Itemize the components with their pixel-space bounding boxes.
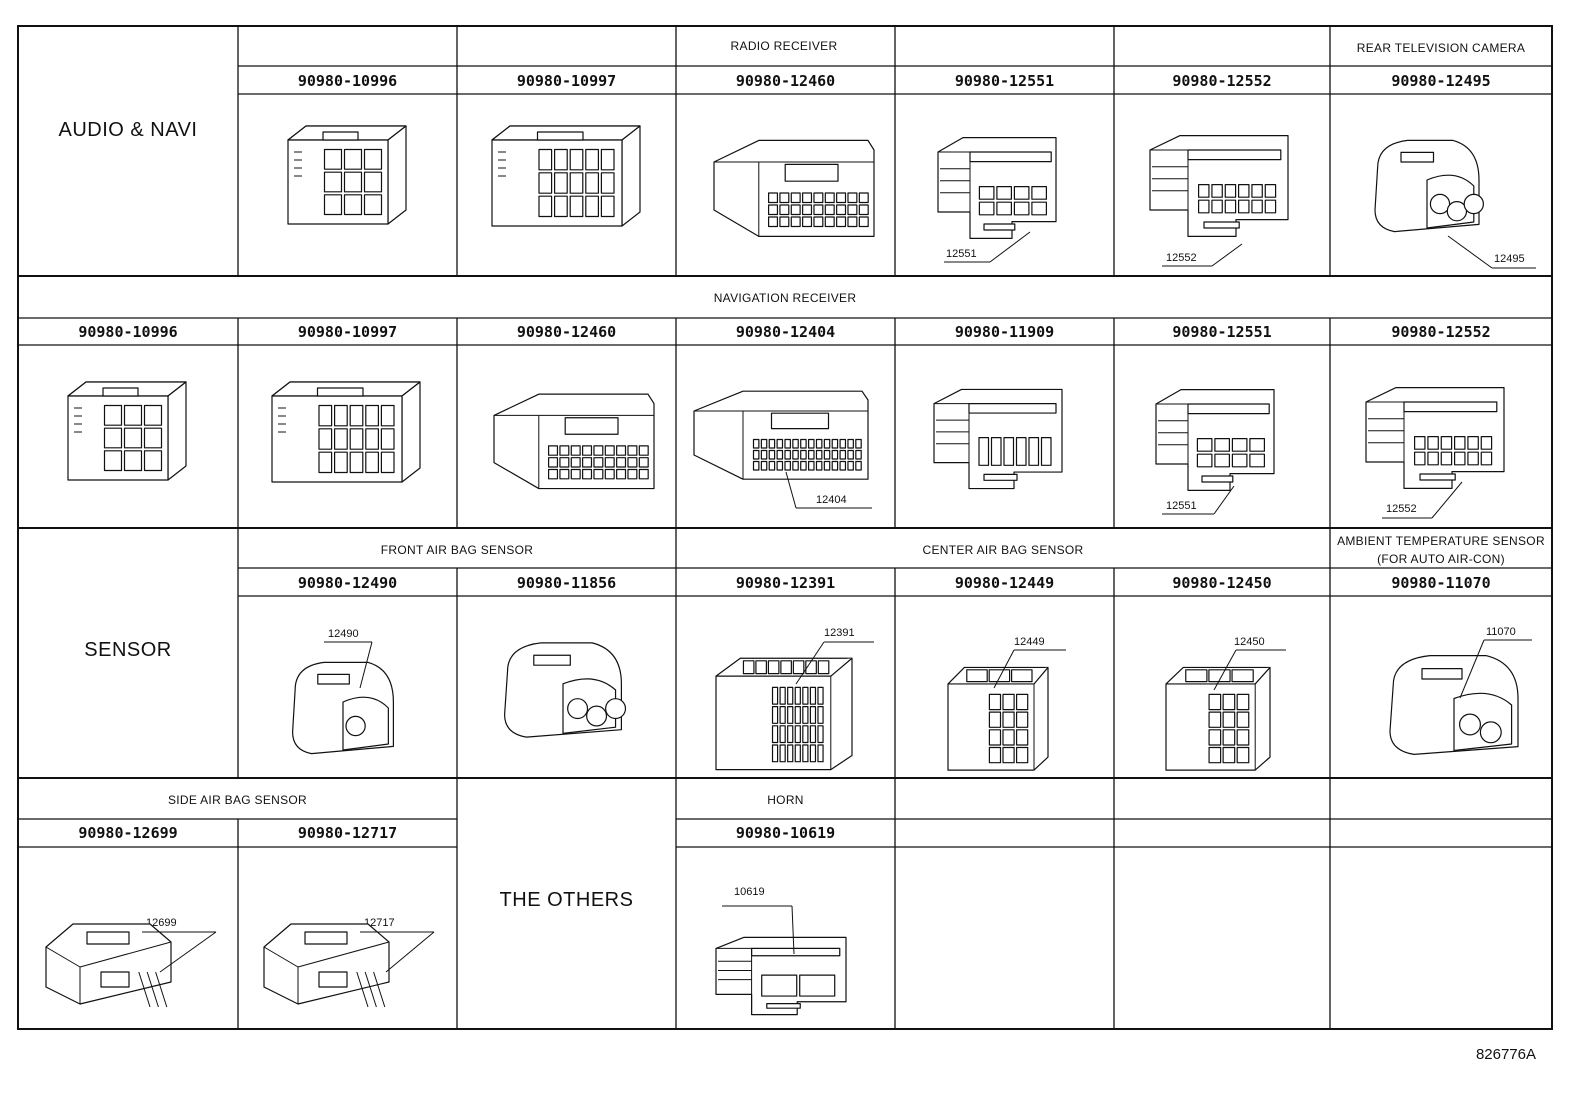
part-number: 90980-12699 (78, 824, 178, 842)
part-number: 90980-12551 (1172, 323, 1272, 341)
connector-90980-12449-icon (938, 658, 1058, 776)
group-ambient-temperature-sensor-note: (FOR AUTO AIR-CON) (1377, 552, 1505, 566)
part-number: 90980-10997 (297, 323, 398, 341)
connector-90980-10619-icon (706, 930, 858, 1022)
category-the-others: THE OTHERS (499, 888, 634, 911)
part-number: 90980-12490 (297, 574, 398, 592)
part-number: 90980-10997 (516, 72, 617, 90)
connector-90980-12460-icon (486, 380, 662, 498)
part-number: 90980-12460 (516, 323, 617, 341)
connector-90980-10997-icon (262, 378, 432, 500)
group-horn: HORN (767, 793, 804, 807)
connector-90980-11856-icon (490, 628, 636, 752)
diagram-code: 826776A (1475, 1046, 1536, 1063)
part-number: 90980-12391 (735, 574, 836, 592)
callout-label: 12717 (364, 917, 395, 929)
part-number: 90980-10996 (297, 72, 398, 90)
callout-label: 12551 (946, 248, 977, 260)
connector-90980-12495-icon (1362, 126, 1492, 246)
callout-label: 12450 (1234, 636, 1265, 648)
connector-90980-12552-icon (1140, 126, 1300, 246)
callout-label: 12551 (1166, 500, 1197, 512)
category-sensor: SENSOR (84, 638, 172, 661)
group-navigation-receiver: NAVIGATION RECEIVER (713, 291, 857, 305)
part-number: 90980-12552 (1172, 72, 1272, 90)
part-number: 90980-11856 (516, 574, 617, 592)
callout-label: 12404 (816, 494, 847, 506)
part-number: 90980-12717 (297, 824, 398, 842)
group-rear-television-camera: REAR TELEVISION CAMERA (1356, 41, 1526, 55)
connector-90980-12460-icon (706, 126, 882, 246)
connector-90980-12551-icon (1146, 380, 1286, 500)
part-number: 90980-11070 (1391, 574, 1491, 592)
connector-90980-12404-icon (686, 378, 876, 488)
connector-90980-12450-icon (1156, 658, 1280, 776)
callout-label: 11070 (1486, 626, 1516, 638)
callout-label: 12699 (146, 917, 177, 929)
part-number: 90980-11909 (954, 323, 1055, 341)
part-number: 90980-12551 (954, 72, 1055, 90)
part-number: 90980-12495 (1391, 72, 1491, 90)
part-number: 90980-12460 (735, 72, 836, 90)
connector-90980-11909-icon (924, 380, 1074, 498)
connector-90980-10997-icon (482, 122, 652, 244)
callout-label: 12552 (1166, 252, 1197, 264)
callout-label: 12391 (824, 627, 855, 639)
connector-90980-12391-icon (706, 648, 862, 776)
part-number: 90980-10996 (78, 323, 178, 341)
connector-90980-12717-icon (256, 912, 396, 1012)
part-number: 90980-10619 (735, 824, 836, 842)
group-front-air-bag-sensor: FRONT AIR BAG SENSOR (380, 543, 534, 557)
connector-90980-12552-icon (1356, 378, 1516, 498)
callout-label: 12449 (1014, 636, 1045, 648)
group-radio-receiver: RADIO RECEIVER (730, 39, 838, 53)
part-number: 90980-12450 (1172, 574, 1272, 592)
connector-90980-12490-icon (280, 648, 406, 768)
group-side-air-bag-sensor: SIDE AIR BAG SENSOR (167, 793, 308, 807)
group-center-air-bag-sensor: CENTER AIR BAG SENSOR (922, 543, 1084, 557)
callout-label: 10619 (734, 886, 765, 898)
connector-90980-10996-icon (58, 378, 198, 498)
category-audio-navi: AUDIO & NAVI (58, 118, 198, 141)
part-number: 90980-12404 (735, 323, 836, 341)
group-ambient-temperature-sensor: AMBIENT TEMPERATURE SENSOR (1337, 534, 1545, 548)
callout-label: 12490 (328, 628, 359, 640)
connector-90980-10996-icon (278, 122, 418, 242)
callout-label: 12495 (1494, 253, 1525, 265)
connector-90980-12551-icon (928, 128, 1068, 248)
part-number: 90980-12449 (954, 574, 1055, 592)
part-number: 90980-12552 (1391, 323, 1491, 341)
connector-90980-11070-icon (1374, 640, 1534, 770)
connector-90980-12699-icon (38, 912, 178, 1012)
callout-label: 12552 (1386, 503, 1417, 515)
